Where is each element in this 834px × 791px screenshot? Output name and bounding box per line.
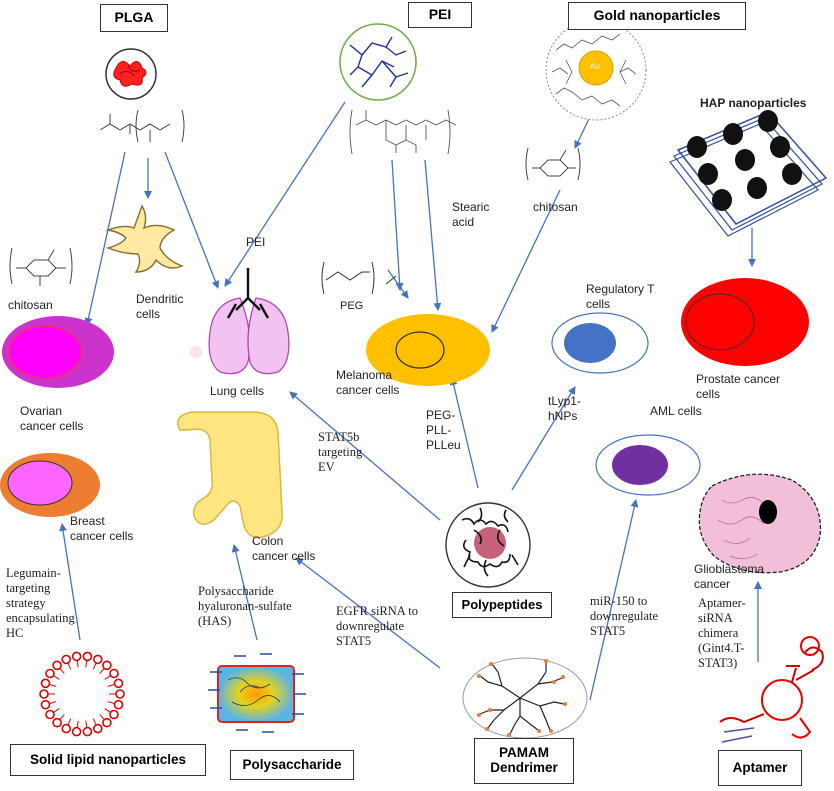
chitosan-left-label: chitosan — [8, 298, 53, 312]
pamam-dendrimer-icon — [462, 657, 588, 739]
peg-label: PEG — [340, 300, 364, 312]
polysaccharide-particle-icon — [208, 653, 306, 733]
prostate-nucleus — [685, 293, 755, 351]
pamam-dendrimer-box: PAMAM Dendrimer — [474, 738, 574, 784]
egfr-sirna-label: EGFR siRNA to downregulate STAT5 — [336, 604, 418, 648]
prostate-cell — [681, 278, 809, 366]
arrow-pei-melanoma-1 — [391, 159, 404, 291]
solid-lipid-nanoparticles-box: Solid lipid nanoparticles — [10, 744, 206, 776]
legumain-strategy-label: Legumain- targeting strategy encapsulati… — [6, 566, 75, 640]
melanoma-cell — [366, 314, 490, 386]
arrow-plga-lung — [164, 151, 220, 289]
melanoma-nucleus — [395, 331, 445, 369]
breast-nucleus — [7, 460, 73, 506]
arrow-pamam-colon — [295, 557, 441, 669]
aml-cells-label: AML cells — [650, 404, 702, 418]
plga-particle-icon — [105, 48, 157, 100]
mir150-label: miR-150 to downregulate STAT5 — [590, 594, 659, 638]
chitosan-right-structure — [525, 147, 581, 181]
solid-lipid-particle-icon — [39, 651, 125, 737]
chitosan-left-structure — [9, 247, 73, 286]
regulatory-t-cells-label: Regulatory T cells — [586, 282, 655, 311]
pei-structure — [349, 109, 457, 155]
arrow-polysaccharide-colon — [231, 544, 258, 641]
gold-core-label: Au — [590, 62, 600, 71]
stearic-acid-label: Stearic acid — [452, 200, 490, 229]
pei-particle-icon — [339, 23, 417, 101]
polypeptides-box: Polypeptides — [452, 592, 552, 618]
pei-small-label: PEI — [246, 235, 266, 249]
plga-box: PLGA — [100, 4, 168, 32]
melanoma-cells-label: Melanoma cancer cells — [336, 368, 400, 397]
glioblastoma-icon — [698, 473, 822, 574]
aptamer-structure-icon — [719, 636, 824, 743]
arrow-peg-melanoma — [387, 269, 409, 299]
arrow-solidlipid-breast — [59, 523, 81, 641]
plga-structure — [99, 109, 185, 143]
aptamer-box: Aptamer — [718, 750, 802, 786]
stat5b-ev-label: STAT5b targeting EV — [318, 430, 363, 474]
regulatory-t-nucleus — [564, 323, 616, 363]
pei-box: PEI — [408, 2, 472, 28]
peg-pll-plleu-label: PEG- PLL- PLLeu — [426, 408, 461, 452]
aptamer-sirna-chimera-label: Aptamer- siRNA chimera (Gint4.T- STAT3) — [698, 596, 746, 670]
polysaccharide-box: Polysaccharide — [230, 750, 354, 780]
ovarian-cancer-cells-label: Ovarian cancer cells — [20, 404, 84, 433]
hap-nanoparticles-label: HAP nanoparticles — [700, 96, 807, 110]
lung-cells-label: Lung cells — [210, 384, 265, 398]
arrow-pamam-aml — [589, 499, 639, 701]
gold-nanoparticle-icon — [545, 19, 647, 121]
ovarian-nucleus — [8, 325, 82, 379]
arrow-polypeptide-melanoma — [449, 377, 479, 489]
arrow-pei-melanoma-2 — [424, 159, 442, 311]
dendritic-cell-icon — [105, 204, 184, 273]
arrow-stat5b-lung — [289, 391, 441, 521]
prostate-cancer-cells-label: Prostate cancer cells — [696, 372, 781, 401]
peg-structure — [321, 261, 397, 295]
has-label: Polysaccharide hyaluronan-sulfate (HAS) — [198, 584, 292, 628]
hap-plate-icon — [669, 110, 828, 237]
arrow-gold-melanoma — [491, 189, 561, 333]
lung-icon — [190, 268, 290, 375]
colon-cancer-cells-label: Colon cancer cells — [252, 534, 316, 563]
arrow-plga-chitosan-ovarian — [84, 151, 126, 326]
polypeptide-particle-icon — [445, 502, 531, 588]
arrow-pei-lung — [224, 101, 346, 287]
arrow-polypeptide-regulatory — [511, 386, 576, 491]
dendritic-cells-label: Dendritic cells — [136, 292, 184, 321]
gold-nanoparticles-box: Gold nanoparticles — [568, 2, 746, 30]
breast-cancer-cells-label: Breast cancer cells — [70, 514, 134, 543]
arrows — [59, 99, 762, 701]
glioblastoma-label: Glioblastoma cancer — [694, 562, 765, 591]
tlyp1-hnps-label: tLyp1- hNPs — [548, 394, 581, 423]
chitosan-right-label: chitosan — [533, 200, 578, 214]
aml-nucleus — [612, 445, 668, 485]
colon-icon — [177, 411, 283, 539]
